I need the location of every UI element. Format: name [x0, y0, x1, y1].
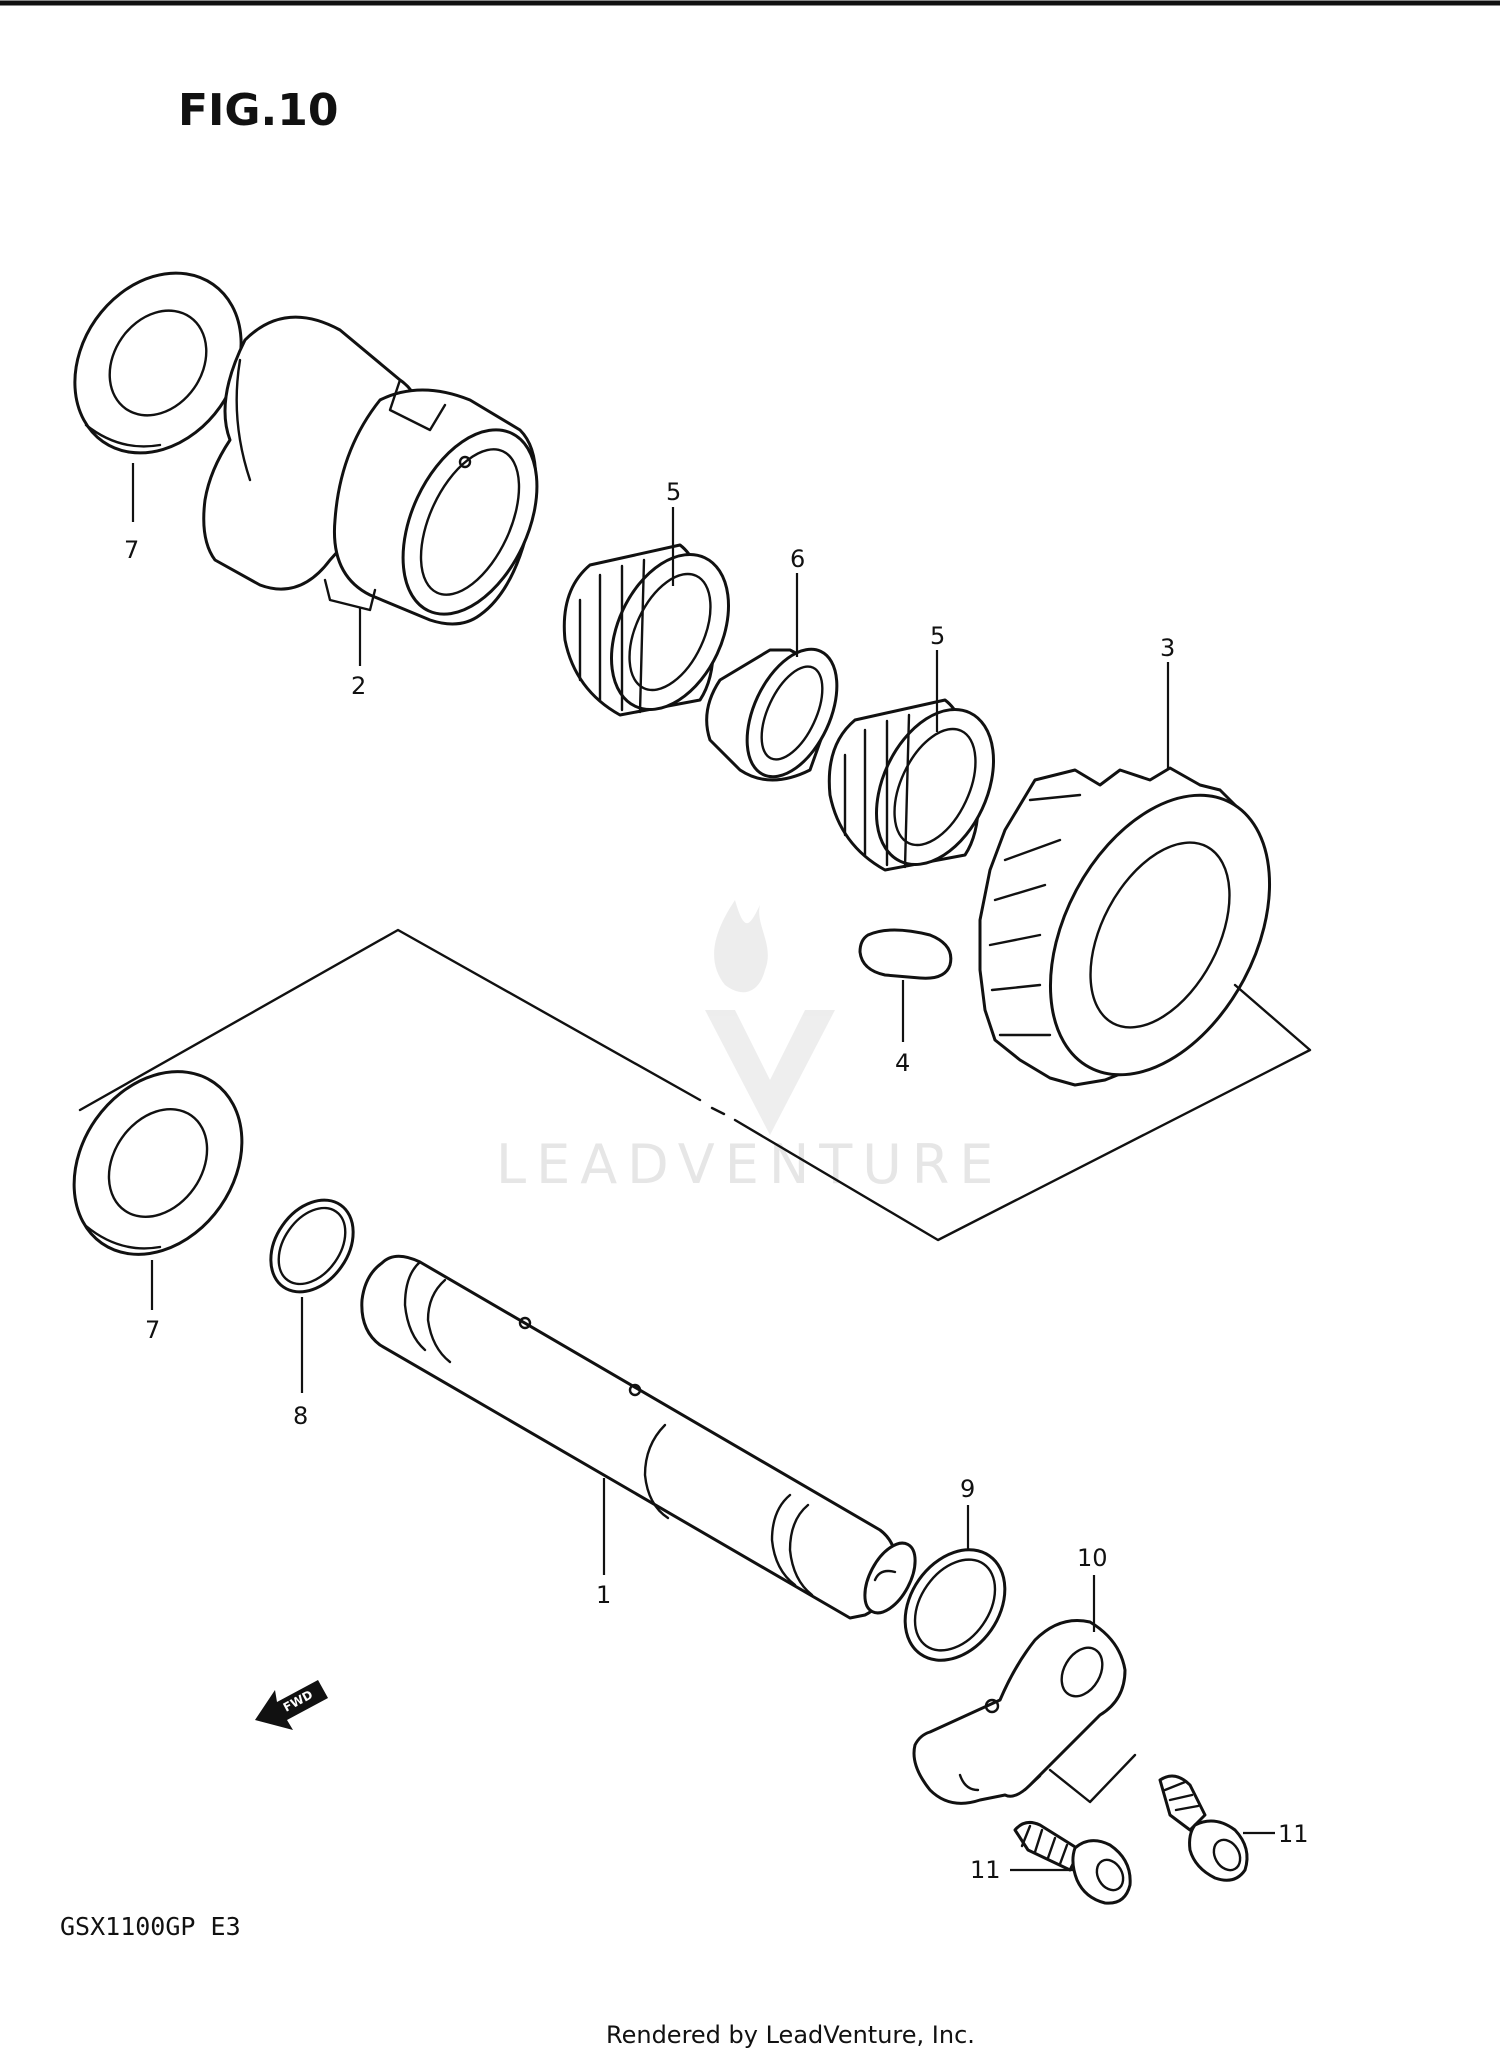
callout-11-left: 11 [970, 1856, 1001, 1884]
bolt-guide-line [1048, 1753, 1137, 1804]
callout-8: 8 [293, 1402, 308, 1430]
render-credit: Rendered by LeadVenture, Inc. [606, 2021, 975, 2049]
part-9-o-ring [903, 1548, 1007, 1662]
leader-lines [131, 463, 1275, 1872]
callout-6: 6 [790, 545, 805, 573]
part-5-needle-bearing-right [827, 698, 995, 872]
part-5-needle-bearing-left [562, 543, 730, 717]
callout-10: 10 [1077, 1544, 1108, 1572]
part-3-gear [978, 766, 1272, 1087]
callout-5-left: 5 [666, 478, 681, 506]
part-8-o-ring [269, 1198, 355, 1294]
watermark-logo [705, 900, 835, 1135]
callout-1: 1 [596, 1581, 611, 1609]
part-7-thrust-washer-bottom [72, 1070, 244, 1256]
part-7-thrust-washer-top [73, 271, 243, 455]
callout-2: 2 [351, 672, 366, 700]
part-6-spacer [705, 647, 839, 782]
watermark-text: LEADVENTURE [496, 1133, 1003, 1196]
part-4-key [858, 928, 953, 980]
callout-9: 9 [960, 1475, 975, 1503]
callout-3: 3 [1160, 634, 1175, 662]
callout-5-right: 5 [930, 622, 945, 650]
part-1-shaft [360, 1254, 917, 1620]
callout-7-bottom: 7 [145, 1316, 160, 1344]
callout-4: 4 [895, 1049, 910, 1077]
callout-11-right: 11 [1278, 1820, 1309, 1848]
figure-title: FIG.10 [178, 85, 339, 136]
part-11-bolt-right [1158, 1774, 1249, 1882]
fwd-arrow-icon: FWD [255, 1680, 328, 1730]
model-code: GSX1100GP E3 [60, 1912, 241, 1941]
assembly-boundary-line [78, 928, 1312, 1242]
part-10-lever-arm [912, 1619, 1127, 1805]
callout-7-top: 7 [124, 536, 139, 564]
part-2-housing [202, 315, 539, 626]
part-11-bolt-left [1013, 1820, 1132, 1905]
